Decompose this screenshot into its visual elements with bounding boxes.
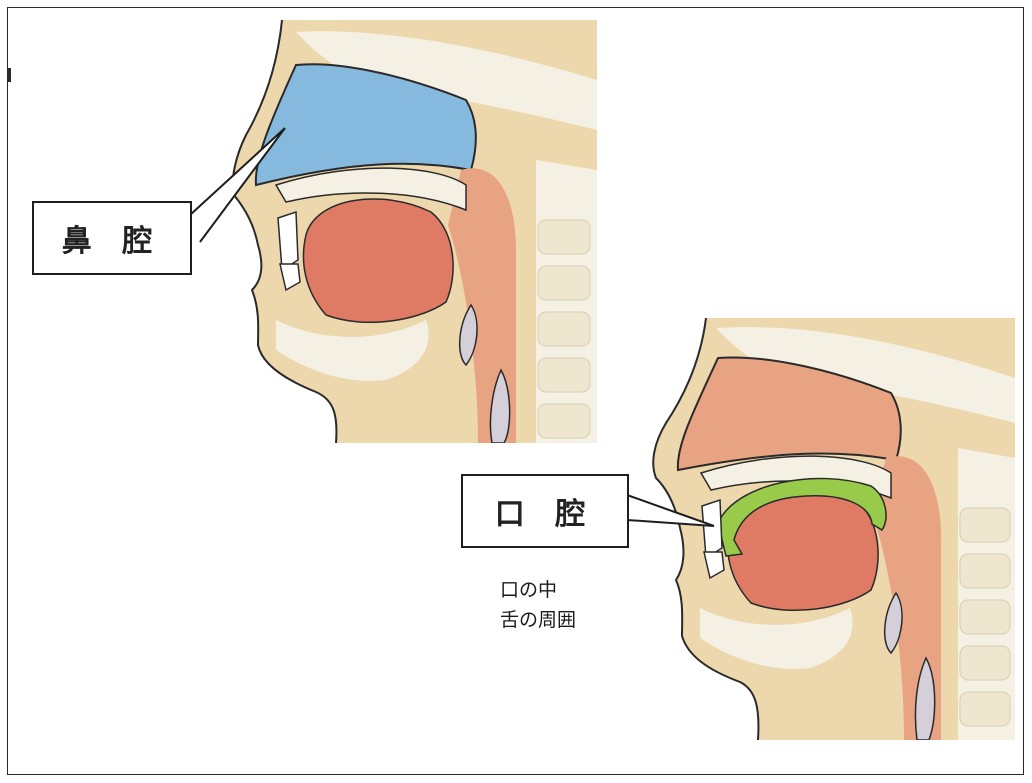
oral-note-line1: 口の中 [500, 575, 576, 605]
oral-cavity-label: 口 腔 [461, 474, 629, 548]
nasal-callout-pointer [190, 128, 285, 242]
nasal-cavity-label: 鼻 腔 [32, 201, 192, 275]
oral-note-line2: 舌の周囲 [500, 605, 576, 635]
oral-cavity-note: 口の中 舌の周囲 [500, 575, 576, 635]
oral-callout-pointer [627, 495, 714, 526]
